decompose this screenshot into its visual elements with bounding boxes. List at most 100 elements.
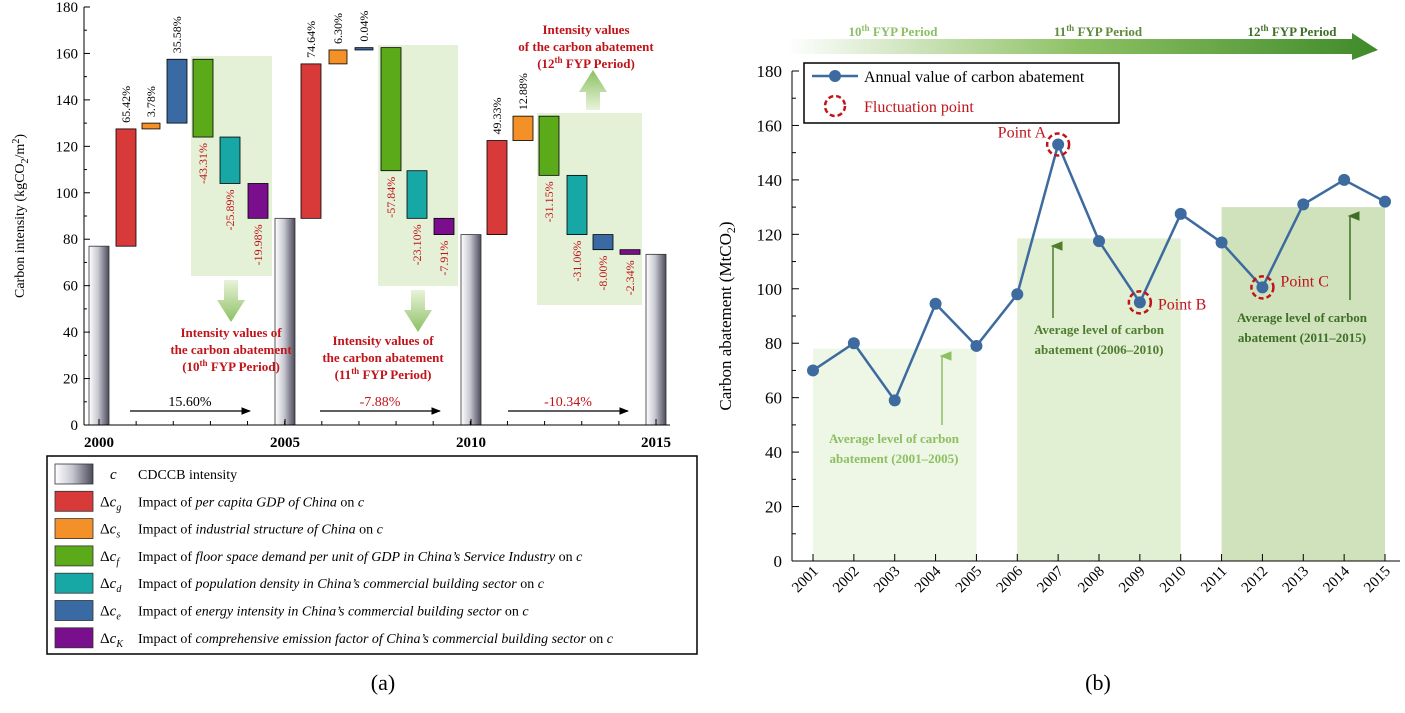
data-point [1256, 281, 1269, 294]
x-tick-label: 2002 [830, 564, 863, 597]
x-tick-label: 2003 [871, 564, 904, 597]
svg-text:Intensity values of: Intensity values of [180, 325, 282, 340]
avg-label-3-line2: abatement (2011–2015) [1238, 330, 1366, 345]
waterfall-labels: 65.42%3.78%35.58%-43.31%-25.89%-19.98%74… [119, 11, 637, 296]
legend-symbol: Δcs [100, 522, 120, 541]
x-tick-label: 2010 [456, 435, 486, 451]
line-series [807, 138, 1391, 407]
y-tick-label: 100 [56, 186, 79, 202]
legend-box [46, 455, 698, 655]
y-tick-label: 140 [757, 171, 783, 190]
x-tick-label: 2010 [1157, 564, 1190, 597]
data-point [1297, 198, 1310, 211]
waterfall-value-label: 6.30% [331, 13, 345, 44]
fluctuation-marker [1127, 290, 1153, 315]
annotation-10th: Intensity values of the carbon abatement… [170, 325, 292, 374]
waterfall-bar-K [247, 183, 269, 219]
waterfall-value-label: 65.42% [119, 86, 133, 123]
y-axis-label: Carbon intensity (kgCO2/m2) [11, 134, 31, 298]
average-band [1017, 238, 1181, 561]
x-tick-label: 2013 [1280, 564, 1313, 597]
panel-b: 10th FYP Period 11th FYP Period 12th FYP… [716, 23, 1400, 695]
fyp-label-11th: 11th FYP Period [1054, 23, 1143, 39]
legend-symbol: Δcd [100, 576, 122, 595]
legend-symbol: Δcf [100, 549, 120, 568]
y-tick-label: 60 [63, 279, 78, 295]
x-tick-label: 2012 [1239, 564, 1272, 597]
waterfall-bars [88, 47, 667, 426]
legend-fluct-marker [823, 94, 847, 118]
x-tick-label: 2007 [1034, 563, 1067, 596]
data-point [1338, 173, 1351, 186]
waterfall-value-label: -19.98% [251, 224, 265, 265]
waterfall-bar-g [300, 63, 322, 219]
average-band [813, 348, 977, 561]
y-tick-label: 20 [765, 498, 782, 517]
legend-marker [829, 70, 841, 82]
avg-label-2: Average level of carbon [1034, 322, 1165, 337]
panel-label-a: (a) [371, 670, 395, 695]
baseline-bar [88, 245, 110, 426]
fluctuation-label: Point B [1158, 296, 1206, 313]
baseline-bar [645, 253, 667, 426]
svg-text:of the carbon abatement: of the carbon abatement [518, 39, 654, 54]
svg-text:(11th FYP Period): (11th FYP Period) [335, 366, 432, 382]
y-tick-label: 120 [757, 225, 783, 244]
data-point [1093, 235, 1105, 248]
data-point [1133, 296, 1146, 309]
period-change-label: -7.88% [360, 395, 401, 410]
waterfall-bar-f [192, 58, 214, 138]
legend-label: Impact of energy intensity in China’s co… [138, 605, 529, 620]
legend-label: CDCCB intensity [138, 468, 237, 483]
waterfall-bar-d [566, 174, 588, 235]
data-point [1215, 236, 1228, 249]
legend-swatch [54, 572, 94, 594]
x-tick-label: 2009 [1116, 564, 1149, 597]
waterfall-value-label: -2.34% [623, 260, 637, 295]
svg-text:Intensity values: Intensity values [542, 22, 629, 37]
legend-label: Impact of comprehensive emission factor … [138, 632, 614, 647]
down-arrow-icon [404, 290, 432, 332]
svg-text:the carbon abatement: the carbon abatement [170, 342, 292, 357]
x-tick-label: 2005 [270, 435, 300, 451]
annotation-11th: Intensity values of the carbon abatement… [322, 333, 444, 382]
waterfall-value-label: 49.33% [490, 98, 504, 135]
fyp-label-12th: 12th FYP Period [1248, 23, 1338, 39]
x-tick-label: 2008 [1075, 564, 1108, 597]
y-tick-label: 20 [63, 372, 78, 388]
legend-symbol: Δcg [100, 494, 121, 513]
data-point [1052, 138, 1065, 151]
y-tick-label: 40 [63, 325, 78, 341]
legend-label: Impact of per capita GDP of China on c [138, 495, 365, 510]
x-tick-label: 2005 [953, 564, 986, 597]
waterfall-bar-d [406, 170, 428, 219]
x-tick-label: 2001 [789, 564, 822, 597]
data-point [1174, 207, 1187, 220]
y-tick-label: 0 [71, 418, 79, 434]
y-tick-label: 180 [56, 0, 79, 16]
data-point [807, 364, 819, 377]
baseline-bar [274, 217, 296, 426]
fluctuation-label: Point C [1280, 273, 1328, 290]
y-tick-label: 160 [56, 46, 79, 62]
y-tick-label: 140 [56, 93, 79, 109]
legend-swatch [54, 545, 94, 567]
baseline-bar [460, 234, 482, 426]
x-tick-label: 2014 [1320, 563, 1353, 596]
legend-symbol: c [110, 467, 117, 483]
y-tick-label: 80 [765, 334, 782, 353]
legend-label: Impact of floor space demand per unit of… [138, 550, 583, 565]
x-tick-label: 2015 [641, 435, 671, 451]
waterfall-value-label: -7.91% [437, 241, 451, 276]
waterfall-bar-s [512, 115, 534, 141]
legend-fluct-label: Fluctuation point [864, 99, 974, 116]
waterfall-bar-e [166, 58, 188, 124]
legend-label: Impact of industrial structure of China … [138, 523, 384, 538]
waterfall-value-label: 12.88% [516, 73, 530, 110]
waterfall-bar-e [592, 234, 614, 251]
y-tick-label: 120 [56, 139, 79, 155]
waterfall-value-label: -43.31% [196, 143, 210, 184]
down-arrow-icon [217, 280, 245, 322]
waterfall-bar-e [354, 47, 374, 51]
